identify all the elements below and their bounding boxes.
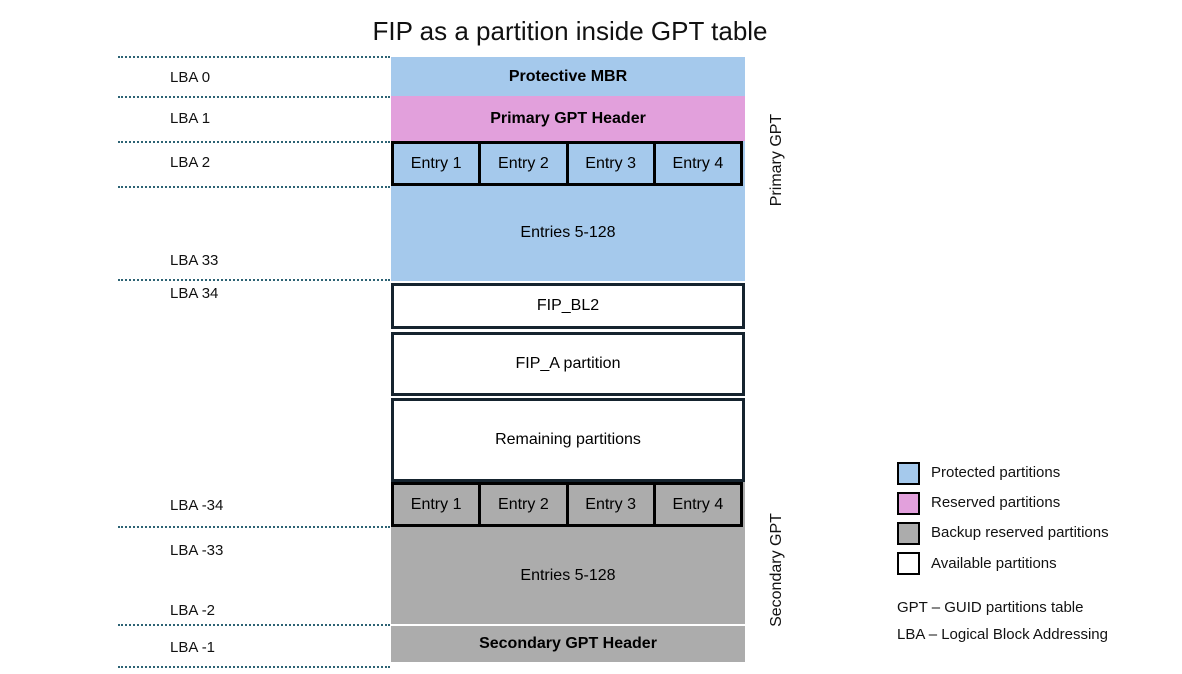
abbrev-lba: LBA – Logical Block Addressing	[897, 626, 1108, 643]
page-title: FIP as a partition inside GPT table	[372, 16, 768, 46]
lba-boundary-line	[118, 186, 390, 188]
lba-label-neg33: LBA -33	[170, 542, 224, 559]
legend-label-reserved: Reserved partitions	[931, 494, 1061, 511]
block-primary-entries-5-128: Entries 5-128	[391, 186, 745, 280]
block-fip-a-partition-label: FIP_A partition	[515, 355, 621, 372]
block-fip-a-partition: FIP_A partition	[391, 332, 745, 396]
legend-label-available: Available partitions	[931, 555, 1057, 572]
lba-label-neg1: LBA -1	[170, 639, 216, 656]
block-primary-gpt-header: Primary GPT Header	[391, 96, 745, 141]
block-fip-bl2-label: FIP_BL2	[536, 297, 600, 314]
legend-swatch-available	[897, 552, 920, 575]
secondary-entry-3: Entry 3	[565, 485, 653, 524]
block-protective-mbr: Protective MBR	[391, 57, 745, 96]
block-primary-entries-label: Entries 5-128	[520, 224, 616, 241]
secondary-gpt-side-label: Secondary GPT	[768, 513, 785, 627]
lba-boundary-line	[118, 624, 390, 626]
lba-boundary-line	[118, 141, 390, 143]
block-secondary-gpt-header-label: Secondary GPT Header	[479, 635, 657, 652]
primary-entry-1: Entry 1	[410, 154, 462, 172]
block-secondary-gpt-header: Secondary GPT Header	[391, 626, 745, 662]
legend-swatch-backup	[897, 522, 920, 545]
lba-label-1: LBA 1	[170, 110, 211, 127]
primary-entry-3: Entry 3	[565, 144, 653, 183]
legend-swatch-reserved	[897, 492, 920, 515]
block-primary-gpt-header-label: Primary GPT Header	[490, 109, 646, 127]
secondary-entry-1: Entry 1	[410, 495, 462, 513]
primary-entry-2: Entry 2	[478, 144, 565, 183]
legend-swatch-protected	[897, 462, 920, 485]
block-secondary-entries-label: Entries 5-128	[520, 566, 616, 584]
block-secondary-entries-5-128: Entries 5-128	[391, 527, 745, 624]
block-protective-mbr-label: Protective MBR	[508, 67, 628, 85]
lba-boundary-line	[118, 96, 390, 98]
block-remaining-partitions: Remaining partitions	[391, 398, 745, 482]
lba-boundary-line	[118, 666, 390, 668]
lba-label-neg2: LBA -2	[170, 602, 216, 619]
lba-label-34: LBA 34	[170, 285, 219, 302]
abbrev-gpt: GPT – GUID partitions table	[897, 599, 1084, 616]
lba-label-neg34: LBA -34	[170, 497, 224, 514]
primary-entry-row: Entry 1 Entry 2 Entry 3 Entry 4	[391, 141, 743, 186]
secondary-entry-2: Entry 2	[478, 485, 565, 524]
lba-boundary-line	[118, 526, 390, 528]
primary-entry-4: Entry 4	[652, 144, 740, 183]
primary-gpt-side-label: Primary GPT	[768, 113, 785, 207]
block-fip-bl2: FIP_BL2	[391, 283, 745, 329]
legend-label-backup: Backup reserved partitions	[931, 524, 1109, 541]
secondary-entry-4: Entry 4	[652, 485, 740, 524]
block-remaining-partitions-label: Remaining partitions	[495, 431, 641, 448]
secondary-entry-row: Entry 1 Entry 2 Entry 3 Entry 4	[391, 482, 743, 527]
legend-label-protected: Protected partitions	[931, 464, 1061, 481]
lba-label-0: LBA 0	[170, 69, 211, 86]
lba-label-33: LBA 33	[170, 252, 219, 269]
lba-boundary-line	[118, 279, 390, 281]
lba-label-2: LBA 2	[170, 154, 211, 171]
lba-boundary-line	[118, 56, 390, 58]
